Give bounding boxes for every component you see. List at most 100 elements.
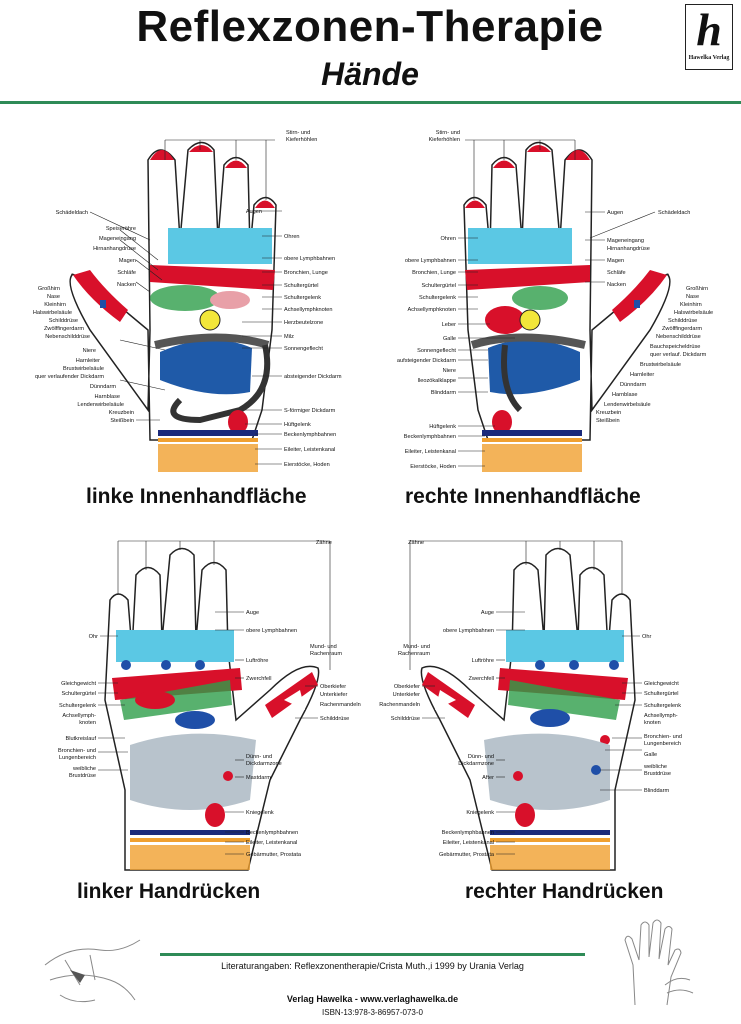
label-br: Gleichgewicht [644,681,679,687]
label-bl: Zwerchfell [246,676,272,682]
label-pr: Beckenlymphbahnen [404,434,456,440]
label-br: Bronchien- und [644,734,682,740]
back-right-hand [420,547,636,871]
label-pl: S-förmiger Dickdarm [284,408,336,414]
label-bl: Rachenmandeln [320,702,361,708]
label-br: Schultergelenk [644,703,681,709]
label-pr: Bauchspeicheldrüse [650,344,700,350]
label-pl: Speiseröhre [106,226,136,232]
label-bl: Schilddrüse [320,716,349,722]
label-bl: weibliche [72,766,96,772]
label-pr: Zwölffingerdarm [662,326,702,332]
label-bl: Dickdarmzone [246,761,282,767]
label-bl: Luftröhre [246,658,268,664]
label-br: Auge [481,610,494,616]
literature-reference: Literaturangaben: Reflexzonentherapie/Cr… [221,961,524,971]
label-bl: Blutkreislauf [66,736,97,742]
label-bl: obere Lymphbahnen [246,628,297,634]
label-pl: Schläfe [117,270,136,276]
label-pl: Milz [284,334,294,340]
label-br: Dünn- und [468,754,494,760]
label-pl: Achsellymphknoten [284,307,333,313]
label-pl: Augen [246,209,262,215]
label-br: Zwerchfell [469,676,495,682]
label-pr: Brustwirbelsäule [640,362,681,368]
label-pl: Mageneingang [99,236,136,242]
label-pr: Niere [443,368,456,374]
label-pr: Steißbein [596,418,620,424]
label-pr: Nase [686,294,699,300]
label-br: Gebärmutter, Prostata [439,852,495,858]
label-pr: Harnblase [612,392,638,398]
label-pr: Eileiter, Leistenkanal [405,449,456,455]
label-pl: Schädeldach [56,210,88,216]
label-br: Ohr [642,634,651,640]
label-pr: Hirnanhangdrüse [607,246,650,252]
label-pl: Dünndarm [90,384,116,390]
label-pr: Kieferhöhlen [429,137,460,143]
palm-right-leaders [458,139,656,467]
label-pl: Eileiter, Leistenkanal [284,447,335,453]
label-pl: Steißbein [110,418,134,424]
label-pr: Schultergürtel [421,283,456,289]
label-pl: Schultergelenk [284,295,321,301]
label-pr: Leber [442,322,456,328]
label-bl: Achsellymph- [62,713,96,719]
label-pr: Nebenschilddrüse [656,334,701,340]
label-br: obere Lymphbahnen [443,628,494,634]
back-right-leaders [409,540,642,855]
reflex-diagram: Stirn- und Kieferhöhlen Augen Ohren ober… [33,130,713,871]
label-bl: Bronchien- und [58,748,96,754]
label-br: Schultergürtel [644,691,679,697]
label-pr: Lendenwirbelsäule [604,402,651,408]
label-br: Rachenraum [398,651,430,657]
label-pl: Hüftgelenk [284,422,311,428]
caption-palm-left: linke Innenhandfläche [86,485,307,508]
page-title: Reflexzonen-Therapie [136,2,604,51]
label-pl: Nacken [117,282,136,288]
label-pl: Halswirbelsäule [33,310,72,316]
label-pr: Eierstöcke, Hoden [410,464,456,470]
massage-hands-sketch-left [44,939,141,1003]
label-br: Zähne [408,540,424,546]
label-bl: Mastdarm [246,775,271,781]
label-br: Beckenlymphbahnen [442,830,494,836]
massage-hands-sketch-right [624,919,694,1006]
label-br: weibliche [643,764,667,770]
label-pr: Großhirn [686,286,708,292]
label-pl: Lendenwirbelsäule [77,402,124,408]
label-br: Lungenbereich [644,741,681,747]
label-pr: Kleinhirn [680,302,702,308]
publisher-line: Verlag Hawelka - www.verlaghawelka.de [286,994,459,1004]
label-pl: Stirn- und [286,130,310,136]
label-br: Unterkiefer [393,692,420,698]
label-br: Oberkiefer [394,684,420,690]
label-pl: Schultergürtel [284,283,319,289]
palm-right-labels: Stirn- und Kieferhöhlen Ohren obere Lymp… [397,130,713,470]
label-bl: Oberkiefer [320,684,346,690]
label-pr: Mageneingang [607,238,644,244]
label-bl: Unterkiefer [320,692,347,698]
label-bl: knoten [79,720,96,726]
caption-palm-right: rechte Innenhandfläche [405,485,641,508]
label-bl: Ohr [89,634,98,640]
publisher-logo: h Hawelka Verlag [685,4,733,70]
label-pl: Kreuzbein [109,410,134,416]
label-bl: Gleichgewicht [61,681,96,687]
palm-left-leaders [89,139,282,465]
label-pr: Schilddrüse [668,318,697,324]
label-br: Blinddarm [644,788,670,794]
label-bl: Gebärmutter, Prostata [246,852,302,858]
label-bl: Zähne [316,540,332,546]
label-bl: Schultergürtel [61,691,96,697]
back-left-labels: Zähne Auge obere Lymphbahnen Ohr Mund- u… [58,540,361,858]
label-br: Luftröhre [472,658,494,664]
label-pr: Schultergelenk [419,295,456,301]
label-pl: Kieferhöhlen [286,137,317,143]
label-bl: Mund- und [310,644,337,650]
label-br: Brustdrüse [644,771,671,777]
label-bl: Rachenraum [310,651,342,657]
label-pr: Sonnengeflecht [417,348,456,354]
logo-text: Hawelka Verlag [688,55,730,61]
label-bl: Auge [246,610,259,616]
